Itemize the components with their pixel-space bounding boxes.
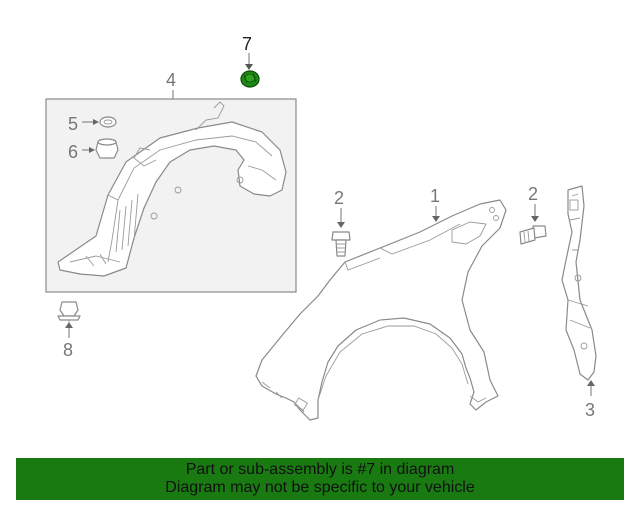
part-1-fender[interactable] [255,199,507,421]
callout-8[interactable]: 8 [63,340,73,360]
banner-line-2: Diagram may not be specific to your vehi… [165,479,475,496]
parts-diagram: 7 4 5 6 8 [45,34,597,421]
callout-4[interactable]: 4 [166,70,176,90]
part-3-bracket[interactable] [561,185,597,381]
callout-1[interactable]: 1 [430,186,440,206]
part-6-clip[interactable] [95,138,119,159]
callout-5[interactable]: 5 [68,114,78,134]
callout-2-left[interactable]: 2 [334,188,344,208]
callout-3[interactable]: 3 [585,400,595,420]
part-7-nut[interactable] [240,70,260,88]
callout-6[interactable]: 6 [68,142,78,162]
part-2-bolt-right[interactable] [519,225,547,245]
part-5-grommet[interactable] [99,116,117,128]
part-4-wheel-liner[interactable] [57,101,287,277]
part-8-push-clip[interactable] [57,301,81,326]
callout-7-arrow [245,64,253,70]
callout-2-right[interactable]: 2 [528,184,538,204]
callout-7[interactable]: 7 [242,34,252,54]
banner-line-1: Part or sub-assembly is #7 in diagram [185,461,455,478]
part-2-bolt-left[interactable] [331,231,351,257]
info-banner: Part or sub-assembly is #7 in diagram Di… [16,458,624,500]
